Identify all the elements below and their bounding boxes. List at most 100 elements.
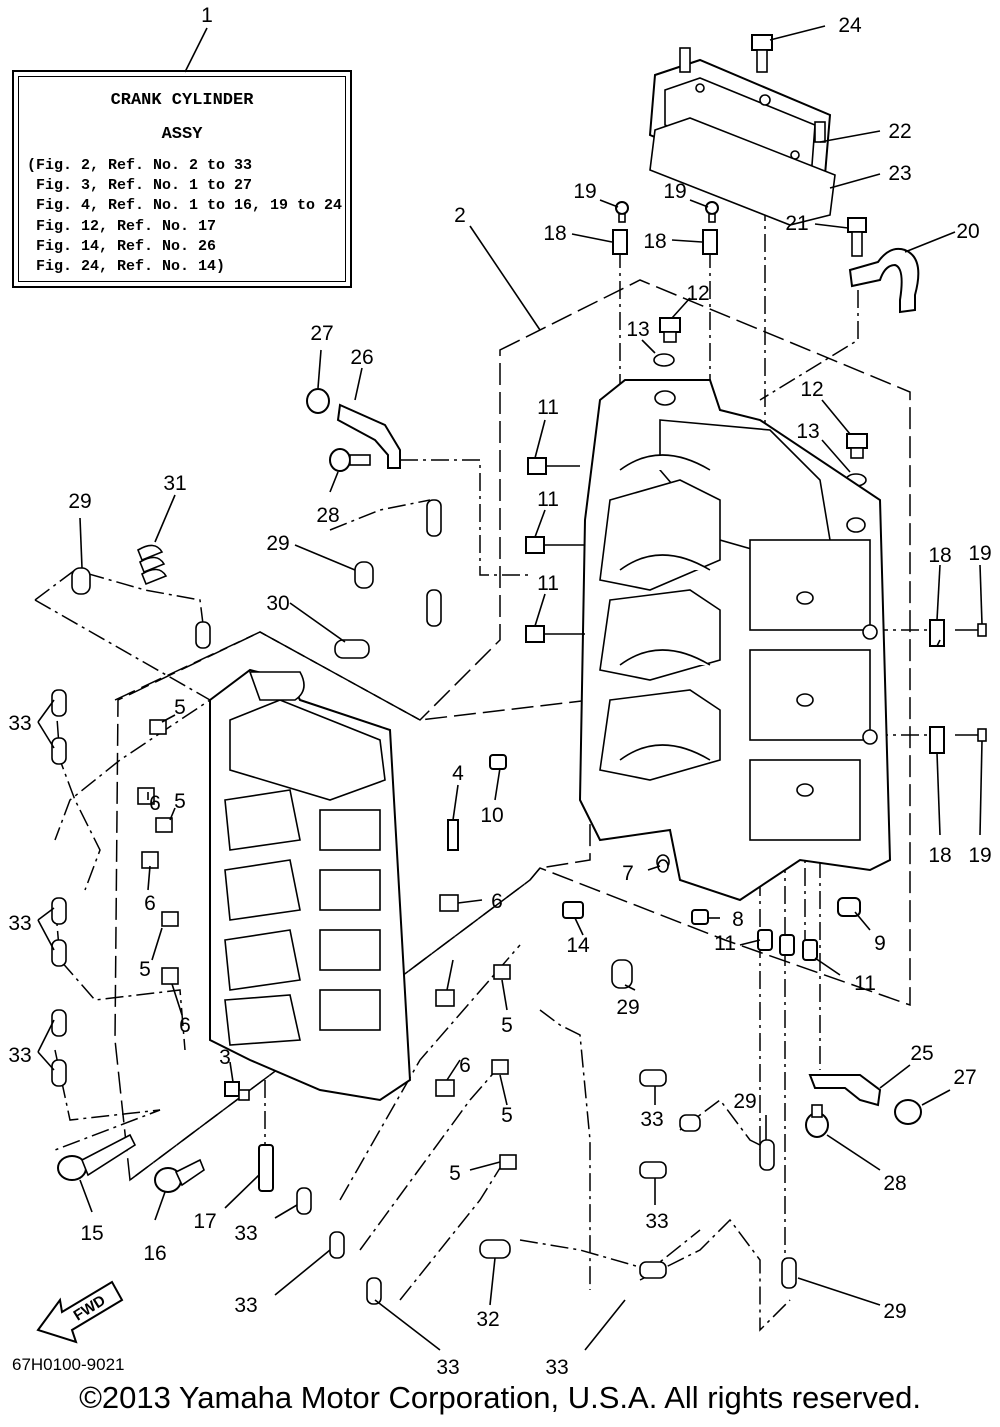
- elbow-6-b: [141, 851, 159, 869]
- hose-33-l4: [51, 939, 67, 967]
- callout-29: 29: [883, 1300, 906, 1323]
- bolt-21: [847, 217, 867, 257]
- hose-29-bottom: [781, 1257, 797, 1289]
- hose-33-l2: [51, 737, 67, 765]
- copyright-notice: ©2013 Yamaha Motor Corporation, U.S.A. A…: [79, 1380, 921, 1415]
- callout-26: 26: [350, 346, 373, 369]
- callout-18: 18: [928, 844, 951, 867]
- callout-4: 4: [452, 762, 464, 785]
- callout-18: 18: [928, 544, 951, 567]
- callout-29: 29: [68, 490, 91, 513]
- lever-26: [336, 403, 401, 469]
- elbow-11-b: [525, 536, 585, 554]
- callout-1: 1: [201, 4, 213, 27]
- screw-19-right-a: [955, 623, 987, 637]
- hose-bracket-20: [848, 247, 920, 314]
- callout-27: 27: [310, 322, 333, 345]
- callout-23: 23: [888, 162, 911, 185]
- callout-27: 27: [953, 1066, 976, 1089]
- hose-route-18: [759, 290, 859, 401]
- legend-title-line2: ASSY: [161, 125, 203, 144]
- callout-28: 28: [883, 1172, 906, 1195]
- callout-5: 5: [174, 790, 186, 813]
- callout-19: 19: [968, 542, 991, 565]
- callout-7: 7: [622, 862, 634, 885]
- callout-33: 33: [645, 1210, 668, 1233]
- elbow-11-e: [779, 934, 795, 956]
- callout-33: 33: [8, 912, 31, 935]
- elbow-6-e: [435, 989, 455, 1007]
- hose-29-mid: [354, 561, 374, 589]
- elbow-11-c: [525, 625, 585, 643]
- callout-33: 33: [234, 1222, 257, 1245]
- callout-9: 9: [874, 932, 886, 955]
- dowel-8: [691, 909, 709, 925]
- elbow-11-d: [757, 929, 773, 951]
- cover-gasket: [649, 117, 836, 226]
- hose-29-left: [71, 567, 91, 595]
- hose-route-8: [399, 1159, 506, 1301]
- hose-clip-31: [137, 544, 168, 586]
- elbow-6-a: [137, 787, 155, 805]
- nipple-5-b: [155, 817, 173, 833]
- hose-route-5: [54, 1049, 161, 1151]
- plug-3: [224, 1081, 250, 1101]
- legend-ref-line: (Fig. 2, Ref. No. 2 to 33: [27, 157, 253, 174]
- callout-19: 19: [968, 844, 991, 867]
- callout-33: 33: [8, 712, 31, 735]
- hose-32: [479, 1239, 511, 1259]
- callout-6: 6: [491, 890, 503, 913]
- callout-11: 11: [537, 572, 559, 595]
- legend-title-line1: CRANK CYLINDER: [110, 91, 254, 110]
- callout-29: 29: [266, 532, 289, 555]
- collar-27-top: [306, 388, 330, 414]
- hose-29-lower: [611, 959, 633, 989]
- hose-route-3: [54, 689, 101, 891]
- hose-33-r2: [639, 1161, 667, 1179]
- callout-11: 11: [537, 396, 559, 419]
- elbow-11-f: [802, 939, 818, 961]
- callout-33: 33: [436, 1356, 459, 1379]
- callout-11: 11: [714, 932, 736, 955]
- callout-10: 10: [480, 804, 503, 827]
- callout-13: 13: [796, 420, 819, 443]
- callout-11: 11: [854, 972, 876, 995]
- callout-12: 12: [686, 282, 709, 305]
- callout-32: 32: [476, 1308, 499, 1331]
- elbow-6-f: [435, 1079, 455, 1097]
- hose-route-2: [34, 599, 212, 841]
- screw-19-right-b: [955, 728, 987, 742]
- callout-3: 3: [219, 1046, 231, 1069]
- plug-12-right: [846, 433, 868, 459]
- legend-inner-frame: CRANK CYLINDER ASSY (Fig. 2, Ref. No. 2 …: [18, 76, 346, 282]
- bolt-28-top: [329, 448, 371, 472]
- hose-route-11: [639, 1218, 791, 1332]
- pin-4: [447, 819, 459, 851]
- cylinder-block: [209, 668, 412, 1102]
- callout-33: 33: [8, 1044, 31, 1067]
- bolt-16: [154, 1158, 205, 1193]
- callout-21: 21: [785, 212, 808, 235]
- callout-31: 31: [163, 472, 186, 495]
- callout-19: 19: [573, 180, 596, 203]
- callout-29: 29: [733, 1090, 756, 1113]
- legend-box: CRANK CYLINDER ASSY (Fig. 2, Ref. No. 2 …: [12, 70, 352, 288]
- callout-17: 17: [193, 1210, 216, 1233]
- hose-29-mid-top: [426, 499, 442, 537]
- screw-19-top-right: [705, 201, 719, 223]
- plug-12-top: [659, 317, 681, 343]
- callout-5: 5: [501, 1104, 513, 1127]
- callout-labels: 1 24 22 23 19 19 18 18 21 20 2 12 13 12 …: [8, 4, 991, 1379]
- callout-5: 5: [139, 958, 151, 981]
- callout-14: 14: [566, 934, 590, 957]
- elbow-6-d: [439, 894, 459, 912]
- hose-30-top: [426, 589, 442, 627]
- hose-33-b3: [366, 1277, 382, 1305]
- callout-25: 25: [910, 1042, 933, 1065]
- callout-19: 19: [663, 180, 686, 203]
- hose-33-l1: [51, 689, 67, 717]
- legend-ref-line: Fig. 4, Ref. No. 1 to 16, 19 to 24: [27, 197, 343, 214]
- nipple-5-d: [493, 964, 511, 980]
- hose-33-l3: [51, 897, 67, 925]
- hose-33-l6: [51, 1059, 67, 1087]
